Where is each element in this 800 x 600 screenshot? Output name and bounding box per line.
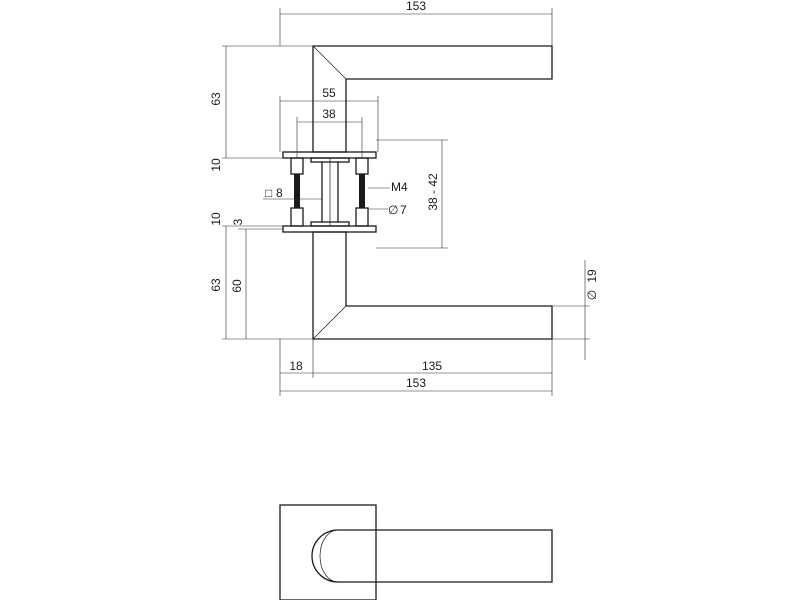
dim-neck-offset: 18 <box>289 359 303 373</box>
dim-door-thickness: 38 - 42 <box>426 173 440 211</box>
bottom-lever-bend-line <box>312 305 347 340</box>
right-screw-top-head <box>355 157 369 175</box>
dim-grip-diameter: 19 <box>585 269 599 283</box>
dim-rose-width-outer: 55 <box>322 86 336 100</box>
square-rose-plan <box>279 504 377 600</box>
dim-rose-thickness-bottom: 10 <box>209 212 223 226</box>
left-screw-top-head <box>290 157 304 175</box>
square-symbol: □ <box>265 186 272 200</box>
dim-grip-length: 135 <box>422 359 442 373</box>
dim-total-width-bottom: 153 <box>406 376 426 390</box>
left-screw-bottom-head <box>290 207 304 227</box>
top-lever-bend-line <box>312 45 347 80</box>
dim-rose-thickness-top: 10 <box>209 158 223 172</box>
diameter-symbol: ∅ <box>388 203 398 217</box>
dim-rose-offset: 3 <box>231 218 245 225</box>
dim-lever-reach: 60 <box>230 279 244 293</box>
lever-plan-outline <box>311 529 553 583</box>
dim-lever-height-bottom: 63 <box>209 278 223 292</box>
dim-total-width-top: 153 <box>406 0 426 13</box>
right-screw-hatch <box>359 174 365 208</box>
dim-screw-thread: M4 <box>391 180 408 194</box>
dim-square-spindle: 8 <box>276 186 283 200</box>
dim-rose-width-inner: 38 <box>322 107 336 121</box>
dim-lever-height-top: 63 <box>209 92 223 106</box>
lever-plan-inner-curve <box>319 529 339 583</box>
bottom-rose-plate <box>282 225 377 233</box>
dim-screw-diameter: 7 <box>400 203 407 217</box>
diameter-symbol: ∅ <box>585 290 599 300</box>
left-screw-hatch <box>294 174 300 208</box>
top-lever-outline <box>312 45 553 153</box>
right-screw-bottom-head <box>355 207 369 227</box>
